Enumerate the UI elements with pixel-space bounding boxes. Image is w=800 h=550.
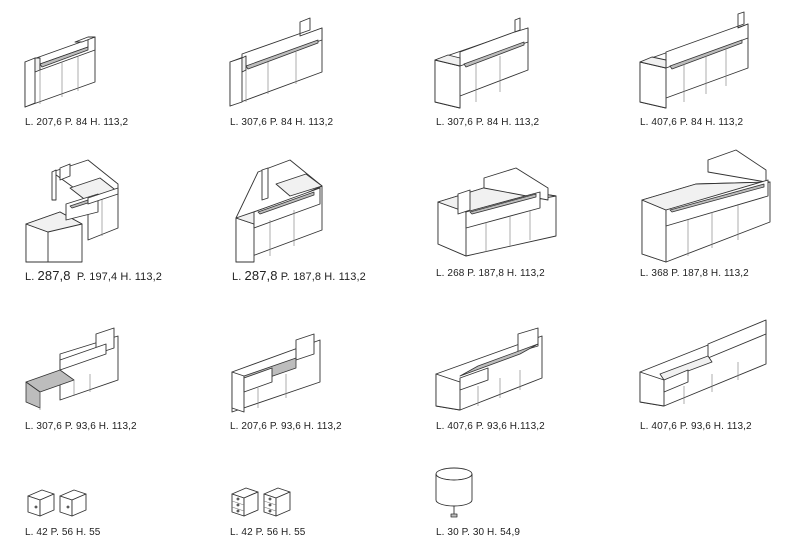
dimension-label: L. 407,6 P. 93,6 H.113,2: [436, 421, 545, 432]
dimension-label: L. 268 P. 187,8 H. 113,2: [436, 268, 545, 279]
dimension-label: L. 207,6 P. 93,6 H. 113,2: [230, 421, 342, 432]
dimension-label: L. 287,8 P. 197,4 H. 113,2: [25, 268, 162, 283]
dimension-label: L. 307,6 P. 93,6 H. 113,2: [25, 421, 137, 432]
dimension-label: L. 30 P. 30 H. 54,9: [436, 527, 520, 538]
dimension-label: L. 42 P. 56 H. 55: [230, 527, 306, 538]
dimension-label: L. 307,6 P. 84 H. 113,2: [436, 117, 540, 128]
dimension-label: L. 287,8 P. 187,8 H. 113,2: [232, 268, 366, 283]
dimension-label: L. 307,6 P. 84 H. 113,2: [230, 117, 334, 128]
dimension-label: L. 407,6 P. 84 H. 113,2: [640, 117, 744, 128]
dimension-label: L. 368 P. 187,8 H. 113,2: [640, 268, 749, 279]
dimension-label: L. 207,6 P. 84 H. 113,2: [25, 117, 129, 128]
dimension-label: L. 407,6 P. 93,6 H. 113,2: [640, 421, 752, 432]
dimension-label: L. 42 P. 56 H. 55: [25, 527, 101, 538]
